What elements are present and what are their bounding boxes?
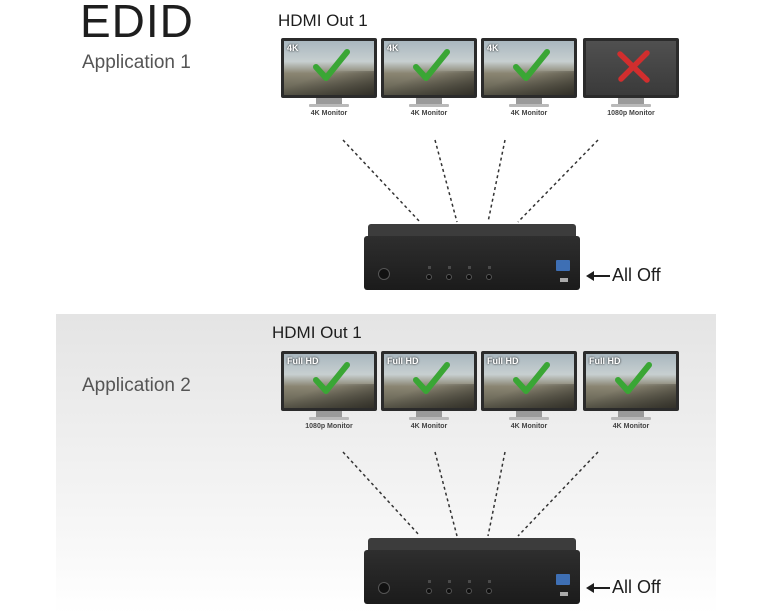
device-button: [446, 274, 452, 280]
monitor-app1-3: 4K 4K Monitor: [481, 38, 577, 117]
connection-line: [434, 451, 458, 537]
monitor-label: 4K Monitor: [510, 423, 548, 430]
resolution-tag: 4K: [387, 43, 399, 53]
status-led: [488, 266, 491, 269]
all-off-label-1: All Off: [612, 265, 661, 285]
power-knob: [378, 582, 390, 594]
arrow-left-icon: [586, 271, 610, 281]
status-led: [448, 266, 451, 269]
monitor-label: 4K Monitor: [410, 423, 448, 430]
connection-line: [517, 451, 599, 537]
check-icon: [513, 49, 550, 81]
application-2-label: Application 2: [82, 375, 191, 396]
hdmi-switch-device-1: [364, 224, 580, 292]
check-icon: [615, 362, 652, 394]
resolution-tag: Full HD: [287, 356, 319, 366]
check-icon: [513, 362, 550, 394]
monitor-app1-1: 4K 4K Monitor: [281, 38, 377, 117]
monitor-label: 4K Monitor: [510, 110, 548, 117]
connection-line: [342, 451, 421, 537]
monitor-app2-2: Full HD 4K Monitor: [381, 351, 477, 430]
device-button: [486, 274, 492, 280]
monitor-label: 1080p Monitor: [305, 423, 353, 430]
arrow-left-icon: [586, 583, 610, 593]
device-button: [426, 274, 432, 280]
connection-line: [517, 139, 599, 223]
application-1-label: Application 1: [82, 52, 191, 73]
connection-line: [434, 139, 458, 223]
monitor-label: 4K Monitor: [410, 110, 448, 117]
monitor-app2-1: Full HD 1080p Monitor: [281, 351, 377, 430]
page-title: EDID: [80, 0, 194, 47]
monitor-screen: Full HD: [583, 351, 679, 411]
hdmi-out-label-1: HDMI Out 1: [278, 11, 368, 30]
monitor-screen: Full HD: [381, 351, 477, 411]
power-knob: [378, 268, 390, 280]
monitor-screen: 4K: [381, 38, 477, 98]
status-led: [468, 266, 471, 269]
ir-window: [556, 574, 570, 585]
all-off-button: [560, 278, 568, 282]
connection-line: [487, 451, 506, 537]
device-button: [486, 588, 492, 594]
device-button: [446, 588, 452, 594]
device-button: [466, 588, 472, 594]
check-icon: [313, 49, 350, 81]
status-led: [488, 580, 491, 583]
monitor-label: 1080p Monitor: [607, 110, 655, 117]
monitor-app1-2: 4K 4K Monitor: [381, 38, 477, 117]
monitor-screen: 4K: [281, 38, 377, 98]
monitor-screen: [583, 38, 679, 98]
monitor-screen: Full HD: [281, 351, 377, 411]
hdmi-switch-device-2: [364, 538, 580, 606]
monitor-app1-4: 1080p Monitor: [583, 38, 679, 117]
check-icon: [413, 49, 450, 81]
monitor-label: 4K Monitor: [310, 110, 348, 117]
resolution-tag: Full HD: [487, 356, 519, 366]
check-icon: [313, 362, 350, 394]
resolution-tag: 4K: [287, 43, 299, 53]
device-button: [426, 588, 432, 594]
resolution-tag: 4K: [487, 43, 499, 53]
cross-icon: [617, 50, 650, 83]
monitor-label: 4K Monitor: [612, 423, 650, 430]
connection-line: [487, 139, 506, 223]
resolution-tag: Full HD: [589, 356, 621, 366]
all-off-label-2: All Off: [612, 577, 661, 597]
status-led: [428, 266, 431, 269]
status-led: [448, 580, 451, 583]
monitor-screen: Full HD: [481, 351, 577, 411]
all-off-button: [560, 592, 568, 596]
hdmi-out-label-2: HDMI Out 1: [272, 323, 362, 342]
status-led: [428, 580, 431, 583]
monitor-screen: 4K: [481, 38, 577, 98]
device-button: [466, 274, 472, 280]
monitor-app2-3: Full HD 4K Monitor: [481, 351, 577, 430]
resolution-tag: Full HD: [387, 356, 419, 366]
monitor-app2-4: Full HD 4K Monitor: [583, 351, 679, 430]
status-led: [468, 580, 471, 583]
check-icon: [413, 362, 450, 394]
ir-window: [556, 260, 570, 271]
connection-line: [342, 139, 421, 223]
